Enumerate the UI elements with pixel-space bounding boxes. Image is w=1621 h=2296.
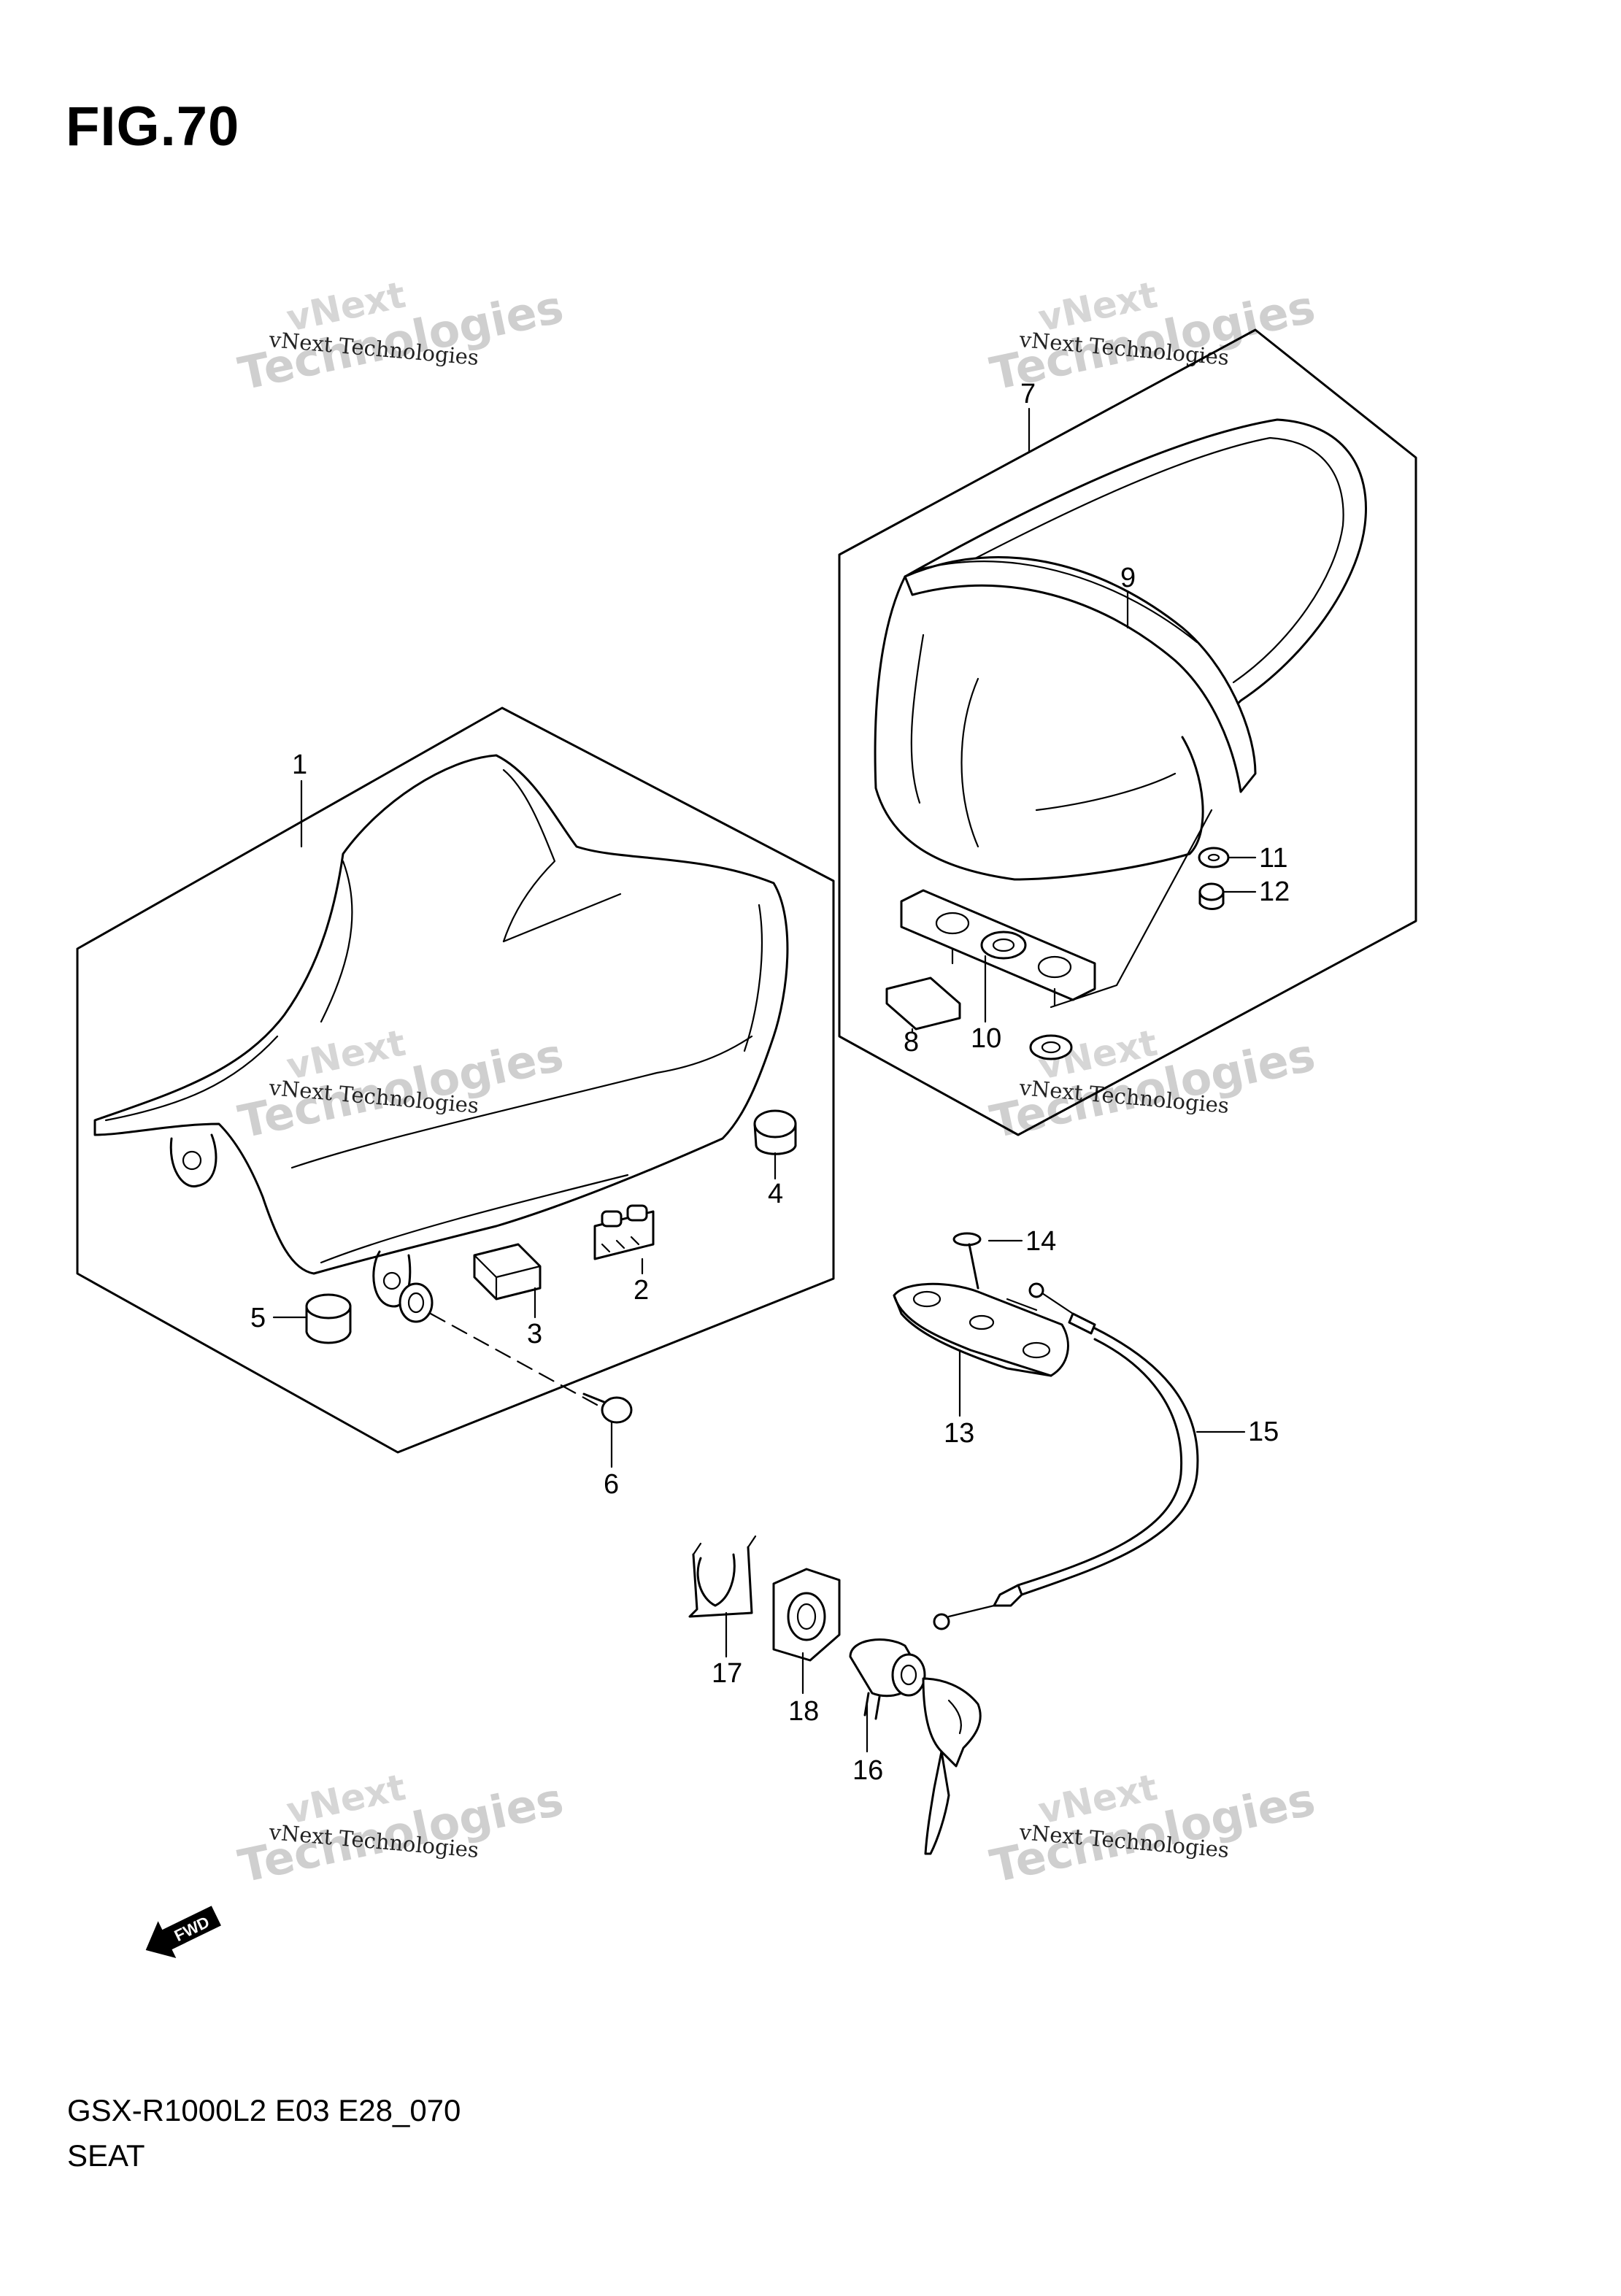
callout-18: 18	[788, 1696, 819, 1727]
grommet-drawing	[398, 1282, 434, 1323]
part-5-drawing	[305, 1293, 352, 1344]
model-code: GSX-R1000L2 E03 E28_070	[67, 2093, 461, 2127]
callout-5: 5	[250, 1303, 266, 1333]
part-8-drawing	[885, 976, 961, 1030]
part-11-drawing	[1198, 847, 1230, 868]
front-seat-group-frame	[76, 706, 835, 1454]
leader-lines	[272, 407, 1257, 1753]
callout-14: 14	[1025, 1226, 1056, 1257]
front-seat-group	[76, 706, 835, 1454]
callout-9: 9	[1120, 563, 1136, 593]
rear-seat-drawing	[874, 418, 1367, 881]
part-10-drawing	[900, 889, 1096, 1007]
part-4-drawing	[753, 1109, 797, 1155]
callout-12: 12	[1259, 877, 1290, 907]
fwd-arrow-icon: FWD	[145, 1906, 221, 1959]
watermark: vNext Technologies	[985, 1766, 1319, 1893]
callout-numbers: 1 2 3 4 5 6 7 9 8 10 11 12 14 13 15 16 1…	[250, 379, 1290, 1786]
part-14-drawing	[952, 1232, 982, 1290]
callout-15: 15	[1248, 1417, 1279, 1447]
spacer-drawing	[1029, 1034, 1073, 1060]
callout-10: 10	[971, 1023, 1001, 1054]
watermark: vNext Technologies	[234, 274, 567, 401]
figure-title: FIG.70	[66, 96, 240, 158]
watermark: vNext Technologies	[985, 1022, 1319, 1149]
part-2-drawing	[593, 1204, 655, 1260]
callout-13: 13	[944, 1418, 974, 1449]
part-17-drawing	[688, 1535, 757, 1618]
seat-lock-group	[688, 1232, 1199, 1855]
part-13-drawing	[893, 1282, 1069, 1377]
callout-11: 11	[1259, 843, 1287, 874]
part-12-drawing	[1198, 882, 1225, 910]
watermark: vNext Technologies	[985, 274, 1319, 401]
part-16-drawing	[849, 1638, 982, 1855]
callout-7: 7	[1020, 379, 1036, 409]
watermark: vNext Technologies	[234, 1022, 567, 1149]
rear-seat-group	[838, 328, 1417, 1136]
section-name: SEAT	[67, 2138, 145, 2173]
front-seat-drawing	[93, 754, 789, 1308]
part-15-drawing	[933, 1282, 1199, 1630]
part-6-drawing	[582, 1392, 633, 1424]
rear-seat-group-frame	[838, 328, 1417, 1136]
callout-6: 6	[604, 1469, 619, 1500]
callout-2: 2	[634, 1275, 649, 1306]
part-3-drawing	[473, 1243, 542, 1301]
callout-3: 3	[527, 1319, 542, 1349]
callout-16: 16	[852, 1755, 883, 1786]
callout-1: 1	[292, 750, 307, 780]
callout-17: 17	[712, 1658, 742, 1689]
watermark: vNext Technologies	[234, 1766, 567, 1893]
callout-4: 4	[768, 1179, 783, 1209]
callout-8: 8	[904, 1027, 919, 1058]
part-18-drawing	[772, 1568, 841, 1662]
